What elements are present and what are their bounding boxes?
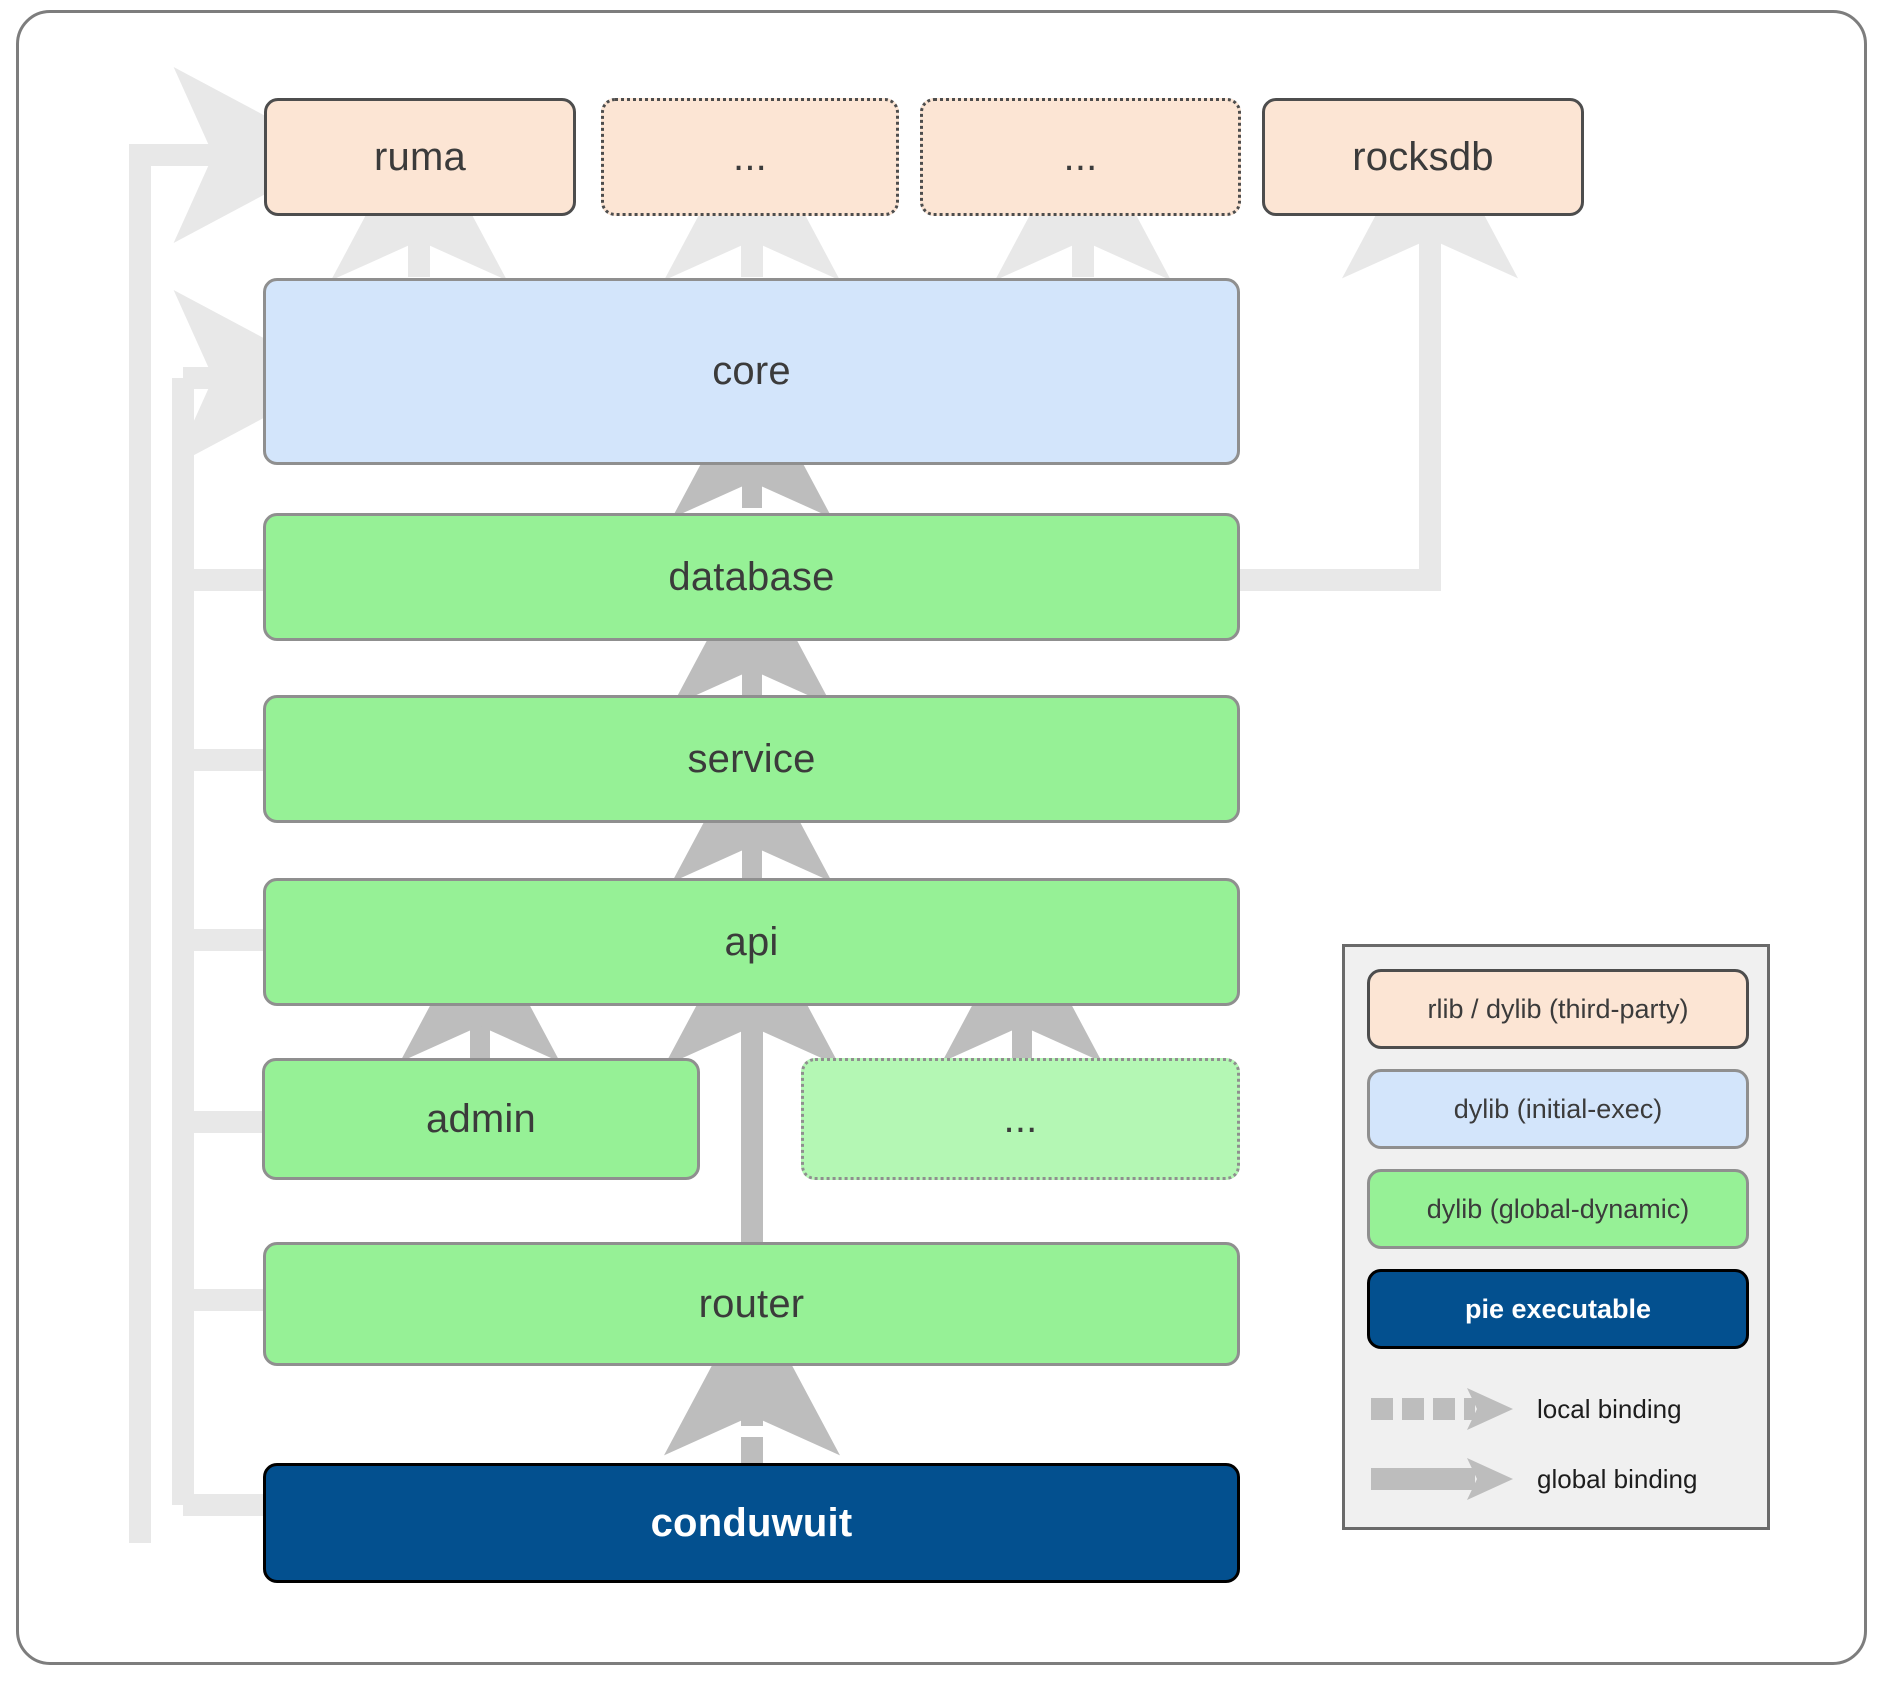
node-ruma-label: ruma	[374, 134, 466, 179]
legend-chip-global-dynamic-label: dylib (global-dynamic)	[1426, 1193, 1690, 1224]
legend-row-local-binding-label: local binding	[1537, 1393, 1682, 1424]
node-rocksdb[interactable]: rocksdb	[1262, 98, 1584, 216]
node-globaldynamic-more[interactable]: ...	[801, 1058, 1240, 1180]
node-service-label: service	[687, 736, 816, 781]
legend-chip-third-party: rlib / dylib (third-party)	[1367, 969, 1749, 1049]
legend-chip-initial-exec-label: dylib (initial-exec)	[1453, 1093, 1663, 1124]
node-ruma[interactable]: ruma	[264, 98, 576, 216]
node-admin-label: admin	[426, 1096, 536, 1141]
node-conduwuit[interactable]: conduwuit	[263, 1463, 1240, 1583]
legend-chip-pie-label: pie executable	[1464, 1293, 1652, 1324]
legend-row-global-binding: global binding	[1367, 1449, 1749, 1509]
node-router-label: router	[698, 1281, 805, 1326]
node-thirdparty-more-2-label: ...	[1063, 135, 1098, 179]
node-admin[interactable]: admin	[262, 1058, 700, 1180]
node-service[interactable]: service	[263, 695, 1240, 823]
legend-chip-third-party-label: rlib / dylib (third-party)	[1427, 993, 1689, 1024]
legend-chip-pie: pie executable	[1367, 1269, 1749, 1349]
node-thirdparty-more-1-label: ...	[733, 135, 767, 179]
node-api-label: api	[724, 919, 779, 964]
node-api[interactable]: api	[263, 878, 1240, 1006]
global-binding-arrow-icon	[1371, 1458, 1513, 1500]
node-globaldynamic-more-label: ...	[1003, 1097, 1038, 1141]
legend-row-global-binding-label: global binding	[1537, 1463, 1698, 1494]
node-thirdparty-more-1[interactable]: ...	[601, 98, 899, 216]
legend-panel: rlib / dylib (third-party) dylib (initia…	[1342, 944, 1770, 1530]
node-thirdparty-more-2[interactable]: ...	[920, 98, 1241, 216]
local-binding-arrow-icon	[1371, 1388, 1513, 1430]
node-database[interactable]: database	[263, 513, 1240, 641]
legend-row-local-binding: local binding	[1367, 1379, 1749, 1439]
node-conduwuit-label: conduwuit	[650, 1500, 853, 1545]
node-rocksdb-label: rocksdb	[1352, 134, 1494, 179]
node-core-label: core	[712, 349, 791, 393]
legend-chip-initial-exec: dylib (initial-exec)	[1367, 1069, 1749, 1149]
node-database-label: database	[668, 554, 835, 599]
legend-chip-global-dynamic: dylib (global-dynamic)	[1367, 1169, 1749, 1249]
node-core[interactable]: core	[263, 278, 1240, 465]
node-router[interactable]: router	[263, 1242, 1240, 1366]
